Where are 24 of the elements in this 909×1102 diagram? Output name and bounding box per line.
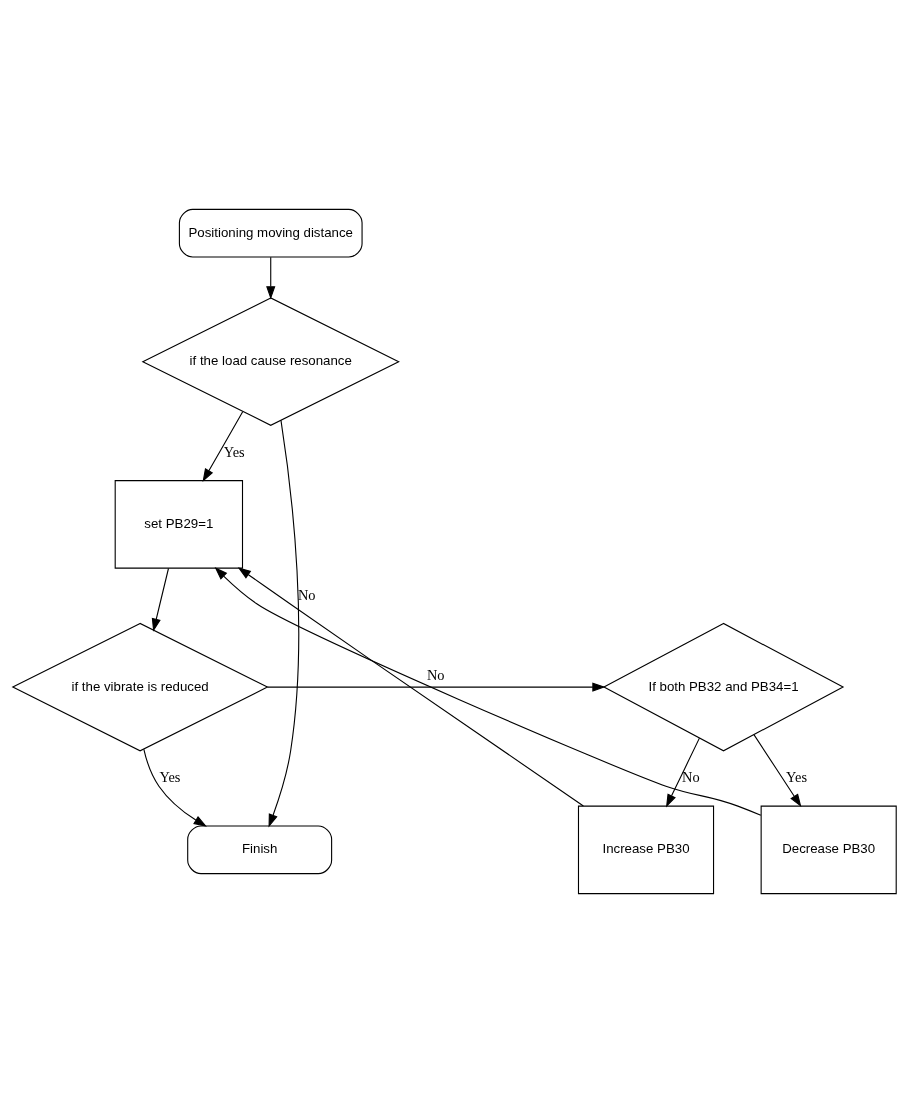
arrow	[266, 256, 276, 299]
node-box: Positioning moving distance	[178, 208, 363, 258]
edge-label: Yes	[159, 768, 181, 785]
arrow	[268, 419, 300, 827]
arrow	[214, 566, 762, 816]
edge-label: No	[682, 768, 700, 785]
edge-label: Yes	[786, 768, 808, 785]
edge-label: No	[426, 666, 445, 683]
node-box: Finish	[187, 825, 333, 874]
arrow	[143, 748, 207, 827]
arrow	[151, 567, 170, 632]
node-box: set PB29=1	[114, 479, 244, 569]
node-diamond: If both PB32 and PB34=1	[602, 622, 845, 751]
arrow	[753, 733, 802, 807]
arrow	[237, 566, 584, 807]
node-diamond: if the vibrate is reduced	[11, 622, 269, 751]
node-box: Decrease PB30	[760, 805, 897, 894]
node-box: Increase PB30	[577, 805, 715, 894]
edge-label: Yes	[223, 443, 245, 460]
node-diamond: if the load cause resonance	[141, 296, 400, 426]
arrow	[202, 410, 244, 482]
arrow	[665, 737, 700, 807]
edge-label: No	[297, 586, 316, 603]
arrow	[266, 681, 606, 692]
